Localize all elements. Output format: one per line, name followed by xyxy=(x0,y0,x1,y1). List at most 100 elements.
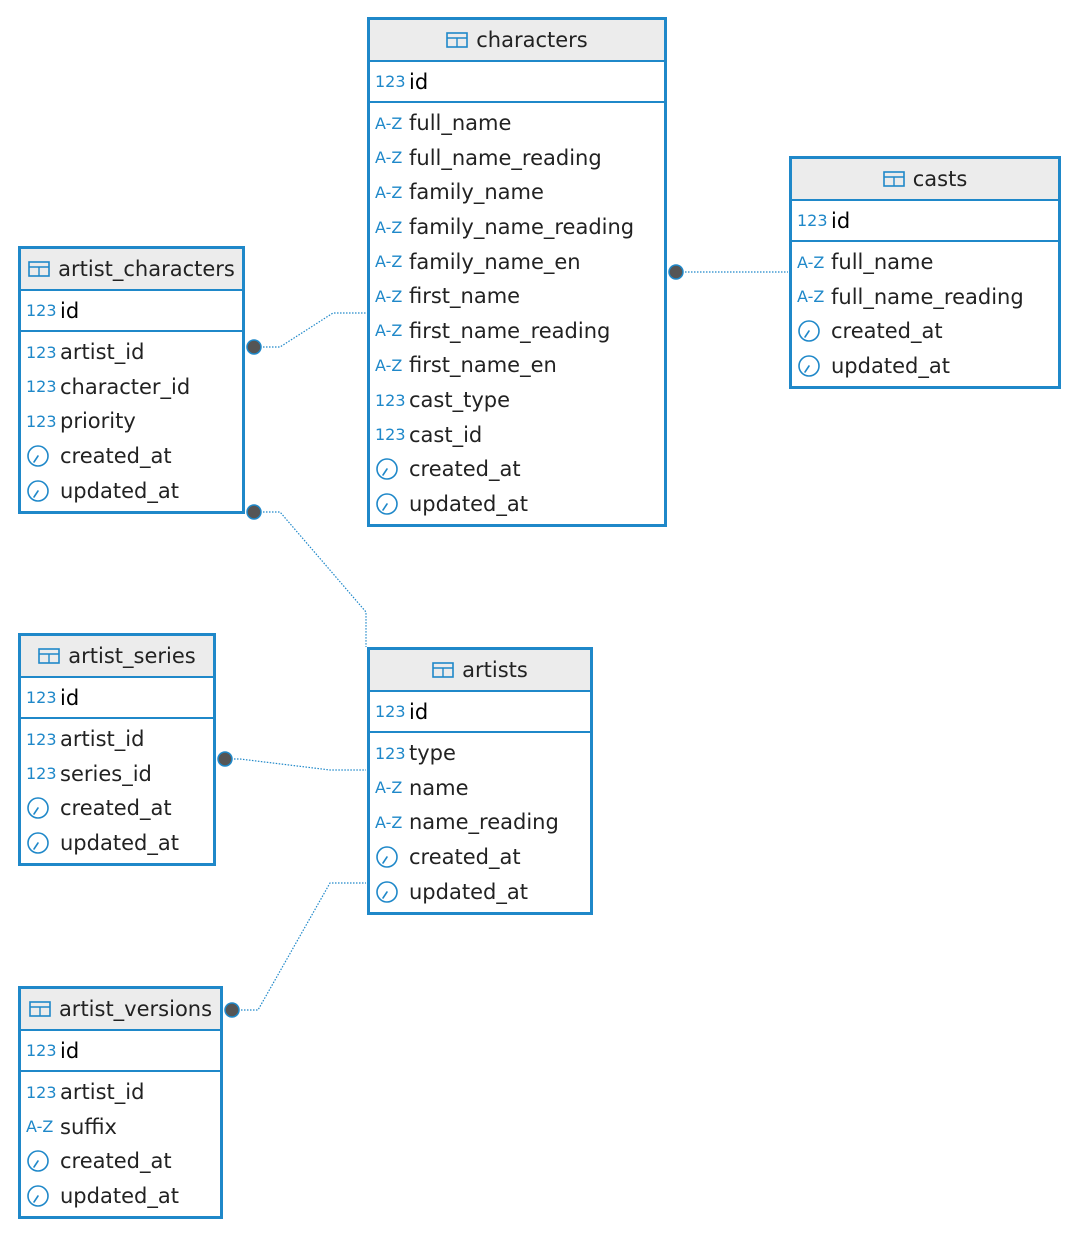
column-row[interactable]: updated_at xyxy=(21,473,242,508)
integer-type-icon: 123 xyxy=(26,301,57,320)
column-name: updated_at xyxy=(409,491,528,516)
column-row[interactable]: created_at xyxy=(21,439,242,474)
column-name: name xyxy=(409,775,469,800)
column-row[interactable]: created_at xyxy=(21,1144,220,1179)
table-header[interactable]: artists xyxy=(370,650,590,692)
table-icon xyxy=(882,171,905,187)
relationship-artist-versions-to-artists[interactable] xyxy=(224,882,366,1018)
column-name: priority xyxy=(60,409,136,434)
column-name: id xyxy=(409,699,429,724)
column-name: full_name_reading xyxy=(409,145,602,170)
integer-type-icon: 123 xyxy=(26,764,57,784)
integer-type-icon: 123 xyxy=(26,1082,57,1102)
column-name: cast_id xyxy=(409,422,483,447)
column-row[interactable]: created_at xyxy=(21,791,213,826)
column-row[interactable]: updated_at xyxy=(21,1179,220,1214)
text-type-icon: A-Z xyxy=(797,287,825,307)
column-name: cast_type xyxy=(409,388,511,413)
clock-icon xyxy=(375,880,409,904)
column-row[interactable]: updated_at xyxy=(792,349,1058,384)
column-row[interactable]: A-Z full_name_reading xyxy=(370,141,664,176)
clock-icon xyxy=(26,1149,60,1173)
relationship-line xyxy=(254,312,366,348)
table-name: artist_characters xyxy=(58,257,235,281)
text-type-icon: A-Z xyxy=(375,252,403,272)
column-row[interactable]: created_at xyxy=(370,840,590,875)
column-name: created_at xyxy=(831,319,943,344)
integer-type-icon: 123 xyxy=(26,377,57,397)
table-name: artist_series xyxy=(68,644,196,668)
clock-icon xyxy=(797,319,831,343)
relationship-line xyxy=(225,758,366,771)
relationship-artist-characters-to-characters[interactable] xyxy=(246,312,366,355)
column-row[interactable]: created_at xyxy=(792,314,1058,349)
relationship-artist-characters-to-artists[interactable] xyxy=(246,504,367,647)
column-name: first_name xyxy=(409,284,521,309)
table-header[interactable]: characters xyxy=(370,20,664,62)
column-row[interactable]: created_at xyxy=(370,452,664,487)
table-header[interactable]: artist_versions xyxy=(21,989,220,1031)
column-name: id xyxy=(60,298,80,323)
table-header[interactable]: artist_characters xyxy=(21,249,242,291)
column-name: updated_at xyxy=(409,879,528,904)
integer-type-icon: 123 xyxy=(375,72,406,91)
column-name: created_at xyxy=(60,796,172,821)
integer-type-icon: 123 xyxy=(26,688,57,707)
text-type-icon: A-Z xyxy=(375,812,403,832)
relationship-line xyxy=(232,882,366,1011)
relationship-characters-to-casts[interactable] xyxy=(668,264,788,280)
relationship-artist-series-to-artists[interactable] xyxy=(217,751,366,771)
column-row[interactable]: A-Z family_name_en xyxy=(370,244,664,279)
text-type-icon: A-Z xyxy=(375,217,403,237)
column-row[interactable]: A-Z full_name_reading xyxy=(792,280,1058,315)
column-name: created_at xyxy=(409,845,521,870)
column-row[interactable]: updated_at xyxy=(21,826,213,861)
connector-dot xyxy=(246,504,262,520)
column-name: created_at xyxy=(60,444,172,469)
table-header[interactable]: artist_series xyxy=(21,636,213,678)
column-row[interactable]: updated_at xyxy=(370,487,664,522)
text-type-icon: A-Z xyxy=(375,182,403,202)
column-row[interactable]: updated_at xyxy=(370,874,590,909)
table-header[interactable]: casts xyxy=(792,159,1058,201)
column-name: family_name_en xyxy=(409,249,581,274)
integer-type-icon: 123 xyxy=(26,342,57,362)
connector-dot xyxy=(217,751,233,767)
text-type-icon: A-Z xyxy=(375,148,403,168)
column-name: full_name_reading xyxy=(831,284,1024,309)
clock-icon xyxy=(26,796,60,820)
